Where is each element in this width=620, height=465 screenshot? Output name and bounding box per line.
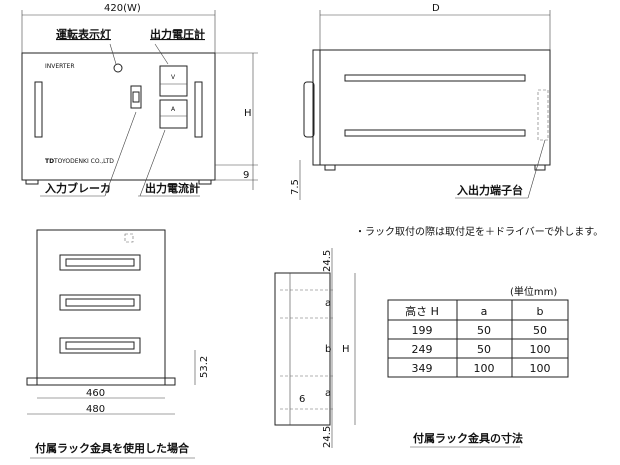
- front-view: 420(W) INVERTER V A TD TOYODENKI CO.,LTD…: [21, 3, 258, 197]
- run-lamp: [113, 63, 123, 73]
- terminal-block: [537, 89, 549, 141]
- a-dimension-bottom: a: [325, 388, 331, 399]
- callout-output-voltmeter: 出力電圧計: [150, 27, 205, 41]
- maker-name: TOYODENKI CO.,LTD: [53, 158, 114, 165]
- ammeter: [159, 99, 188, 129]
- voltmeter: [159, 65, 188, 97]
- rack-view-title: 付属ラック金具を使用した場合: [35, 441, 190, 455]
- outer-width-dimension: 480: [86, 404, 105, 415]
- side-view: D 7.5 入出力端子台: [290, 3, 551, 200]
- mounting-note: ・ラック取付の際は取付足を＋ドライバーで外します。: [355, 225, 603, 238]
- a-dimension-top: a: [325, 298, 331, 309]
- height-dimension: H: [244, 108, 252, 119]
- unit-label: (単位mm): [510, 285, 557, 298]
- left-handle: [34, 81, 43, 138]
- header-a: a: [481, 305, 488, 318]
- input-breaker: [130, 85, 142, 109]
- bottom-margin-dimension: 24.5: [322, 426, 333, 448]
- callout-input-breaker: 入力ブレーカ: [45, 181, 111, 195]
- table-cell: 50: [477, 343, 491, 356]
- svg-text:V: V: [171, 74, 176, 81]
- width-dimension: 420(W): [104, 3, 141, 14]
- rack-body: [36, 229, 166, 386]
- foot-dimension: 7.5: [290, 179, 301, 195]
- table-cell: 249: [412, 343, 433, 356]
- hole-dimension: 6: [299, 394, 305, 405]
- bracket: [274, 272, 331, 426]
- table-cell: 100: [474, 362, 495, 375]
- rack-view: 460 480 53.2 付属ラック金具を使用した場合: [26, 229, 210, 459]
- right-handle: [194, 81, 203, 138]
- b-dimension: b: [325, 344, 331, 355]
- side-body: [319, 49, 551, 166]
- top-margin-dimension: 24.5: [322, 250, 333, 272]
- header-b: b: [537, 305, 544, 318]
- dimension-table: (単位mm) 高さ H a b 199 50 50 249 50 100 349…: [387, 285, 569, 378]
- table-cell: 199: [412, 324, 433, 337]
- svg-text:A: A: [171, 106, 176, 113]
- bracket-view: 24.5 a b a 6 H 24.5 付属ラック金具の寸法: [274, 248, 523, 448]
- maker-logo: TD: [45, 158, 54, 165]
- header-height: 高さ H: [405, 304, 439, 318]
- table-cell: 100: [530, 343, 551, 356]
- depth-dimension: D: [432, 3, 440, 14]
- table-cell: 50: [533, 324, 547, 337]
- height-dimension: H: [342, 344, 350, 355]
- inner-width-dimension: 460: [86, 388, 105, 399]
- front-panel: [21, 52, 216, 181]
- table-cell: 50: [477, 324, 491, 337]
- vent-bottom: [344, 129, 526, 137]
- table-cell: 100: [530, 362, 551, 375]
- callout-output-ammeter: 出力電流計: [145, 181, 200, 195]
- height-dimension: 53.2: [199, 356, 210, 378]
- side-handle: [303, 81, 315, 138]
- foot-dimension: 9: [243, 170, 249, 181]
- callout-terminal-block: 入出力端子台: [457, 183, 523, 197]
- panel-label: INVERTER: [45, 63, 75, 70]
- vent-top: [344, 74, 526, 82]
- bracket-view-title: 付属ラック金具の寸法: [413, 431, 523, 445]
- table-cell: 349: [412, 362, 433, 375]
- callout-run-lamp: 運転表示灯: [56, 27, 111, 41]
